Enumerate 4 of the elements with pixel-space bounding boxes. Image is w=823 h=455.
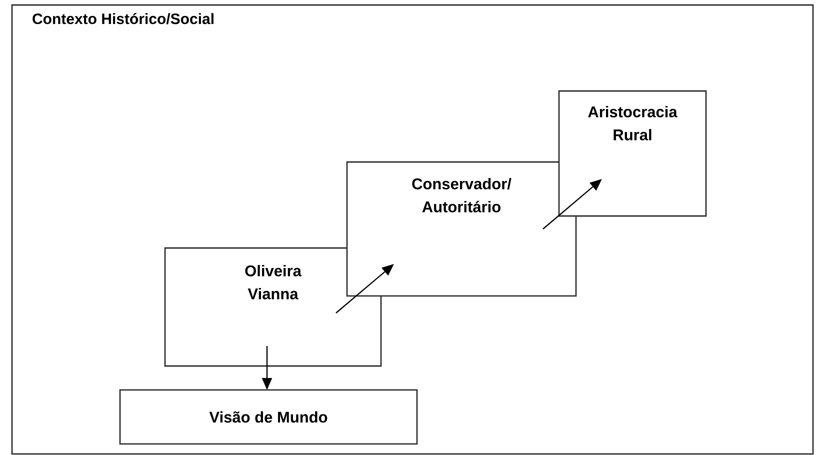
box: Conservador/ Autoritário [346, 161, 577, 297]
box: Visão de Mundo [119, 389, 418, 445]
box: Oliveira Vianna [164, 247, 382, 367]
box: Aristocracia Rural [558, 90, 707, 217]
